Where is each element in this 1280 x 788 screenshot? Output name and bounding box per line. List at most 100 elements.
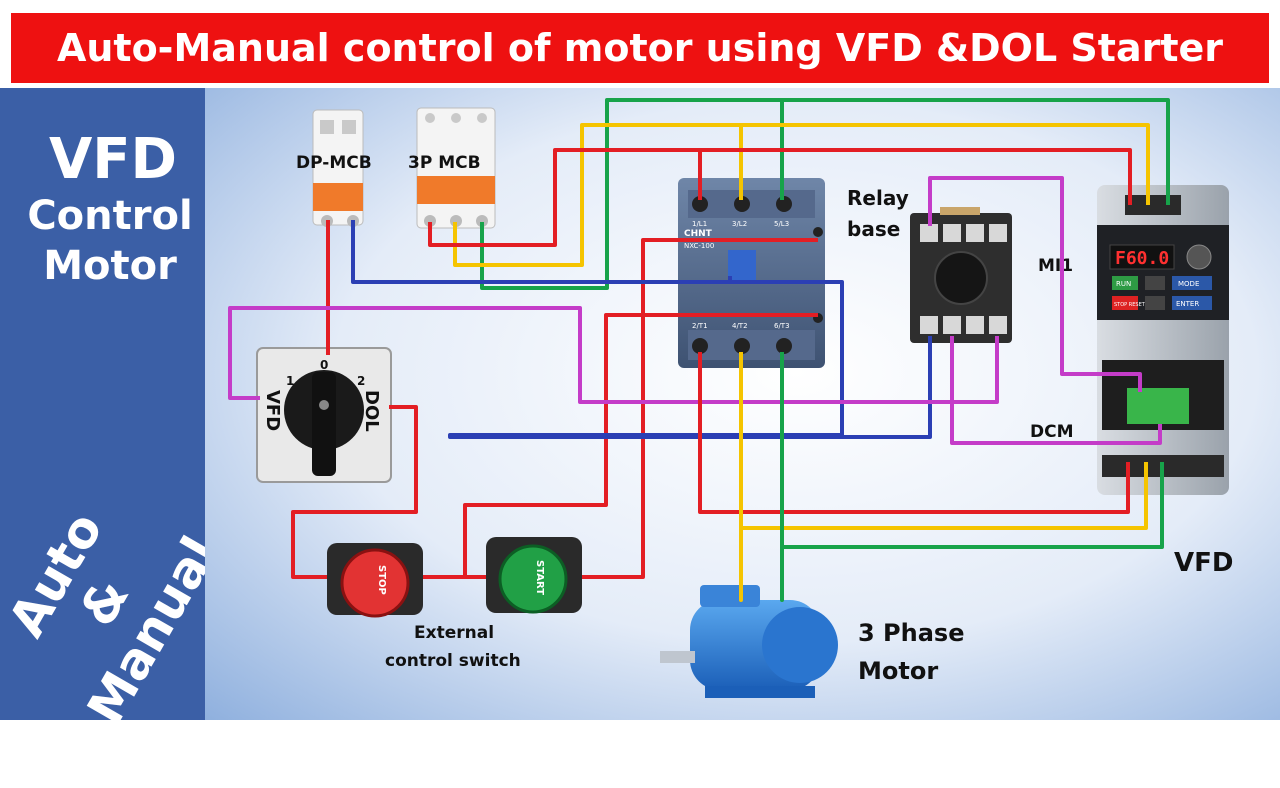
contactor-terminal <box>692 196 708 212</box>
contactor-terminal-l1: 1/L1 <box>692 220 707 228</box>
three-phase-motor <box>660 585 838 698</box>
vfd-up-key[interactable] <box>1145 276 1165 290</box>
three-pole-mcb-terminal <box>476 215 488 227</box>
wire-magenta-dcm <box>950 336 1162 445</box>
motor-feet <box>705 686 815 698</box>
contactor-terminal-t3: 6/T3 <box>774 322 790 330</box>
vfd-input-terminal-strip <box>1125 195 1181 215</box>
contactor-actuator <box>728 250 756 280</box>
relay-terminal <box>920 224 938 242</box>
relay-terminal <box>989 224 1007 242</box>
contactor-terminal-l2: 3/L2 <box>732 220 747 228</box>
three-pole-mcb-screw <box>477 113 487 123</box>
contactor-top-terminal-strip <box>688 190 815 218</box>
mi1-label: MI1 <box>1038 256 1073 276</box>
dp-mcb-label: DP-MCB <box>296 153 372 173</box>
contactor-terminal <box>734 196 750 212</box>
wire-magenta-vfd <box>228 306 999 404</box>
external-switch-label-line2: control switch <box>385 651 521 671</box>
side-line-motor: Motor <box>43 243 177 289</box>
external-switch-label-line1: External <box>414 623 494 643</box>
diagram-area: DP-MCB 3P MCB CHNT NXC-100 1/L1 3/L2 5/L… <box>205 88 1280 720</box>
dp-mcb-screw <box>342 120 356 134</box>
vfd-mode-key[interactable] <box>1172 276 1212 290</box>
start-pushbutton-cap[interactable] <box>498 544 568 614</box>
selector-left-label: VFD <box>262 390 283 431</box>
contactor-terminal-t1: 2/T1 <box>692 322 708 330</box>
side-panel: VFD Control Motor Auto & Manual <box>0 88 229 734</box>
three-pole-mcb-terminal <box>424 215 436 227</box>
wire-green-supply <box>480 98 1170 290</box>
contactor-aux-terminal <box>813 227 823 237</box>
contactor-terminal-l3: 5/L3 <box>774 220 789 228</box>
vfd-down-key[interactable] <box>1145 296 1165 310</box>
relay-terminal <box>943 224 961 242</box>
three-pole-mcb <box>416 107 496 229</box>
motor-shaft <box>660 651 695 663</box>
vfd-run-key[interactable] <box>1112 276 1138 290</box>
motor-label-line1: 3 Phase <box>858 619 965 647</box>
selector-switch-handle[interactable] <box>312 372 336 476</box>
motor-label-line2: Motor <box>858 657 938 685</box>
wire-red-dol-stop <box>291 405 418 579</box>
wire-red-holding <box>463 313 818 575</box>
relay-terminal <box>966 224 984 242</box>
wire-red-supply <box>428 148 1132 247</box>
relay-socket <box>934 251 988 305</box>
vfd-label: VFD <box>1174 548 1233 578</box>
selector-switch[interactable]: 0 1 2 VFD DOL <box>256 347 392 483</box>
vfd-display <box>1109 244 1175 270</box>
three-pole-mcb-handle-band <box>417 176 495 204</box>
relay-clip <box>940 207 980 215</box>
relay-base <box>910 207 1012 343</box>
contactor-terminal <box>734 338 750 354</box>
relay-label-line2: base <box>847 217 900 241</box>
wire-yellow-motor <box>739 352 1148 602</box>
contactor-model: NXC-100 <box>684 242 714 250</box>
stop-pushbutton-label: STOP <box>376 565 387 595</box>
contactor-terminal-t2: 4/T2 <box>732 322 748 330</box>
selector-right-label: DOL <box>361 390 382 432</box>
contactor-bottom-terminal-strip <box>688 330 815 360</box>
dp-mcb-handle-band <box>313 183 363 211</box>
title-banner: Auto-Manual control of motor using VFD &… <box>11 13 1269 83</box>
side-line-control: Control <box>27 193 193 239</box>
dp-mcb-screw <box>320 120 334 134</box>
start-pushbutton[interactable]: START <box>486 537 582 614</box>
side-heading: VFD <box>48 127 178 192</box>
vfd-potentiometer[interactable] <box>1186 244 1212 270</box>
wiring-diagram: DP-MCB 3P MCB CHNT NXC-100 1/L1 3/L2 5/L… <box>228 98 1233 698</box>
selector-pos-1: 1 <box>286 374 294 388</box>
wire-green-motor <box>780 352 1164 602</box>
contactor: CHNT NXC-100 1/L1 3/L2 5/L3 2/T1 4/T2 6/… <box>678 178 825 368</box>
relay-terminal <box>966 316 984 334</box>
vfd-readout: F60.0 <box>1115 248 1169 269</box>
stop-pushbutton-cap[interactable] <box>340 548 410 618</box>
motor-end-cap <box>762 607 838 683</box>
vfd-stop-key-label: STOP RESET <box>1114 302 1146 308</box>
dcm-label: DCM <box>1030 422 1074 442</box>
vfd-run-key-label: RUN <box>1116 280 1131 288</box>
wire-magenta-mi1 <box>928 176 1142 392</box>
motor-terminal-box <box>700 585 760 607</box>
wire-red-motor <box>698 352 1130 514</box>
vfd-mode-key-label: MODE <box>1178 280 1199 288</box>
vfd-enter-key[interactable] <box>1172 296 1212 310</box>
relay-terminal <box>943 316 961 334</box>
vfd-enter-key-label: ENTER <box>1176 300 1199 308</box>
relay-terminal <box>989 316 1007 334</box>
wire-red-start-contactor <box>582 238 818 579</box>
vfd-stop-key[interactable] <box>1112 296 1138 310</box>
three-pole-mcb-screw <box>451 113 461 123</box>
wire-yellow-supply <box>453 123 1150 267</box>
vfd-unit: F60.0 RUN STOP RESET MODE ENTER <box>1097 185 1229 495</box>
three-pole-mcb-screw <box>425 113 435 123</box>
relay-label-line1: Relay <box>847 186 909 210</box>
stop-pushbutton[interactable]: STOP <box>327 543 423 618</box>
wire-blue-neutral <box>351 220 932 439</box>
contactor-brand: CHNT <box>684 229 713 239</box>
vfd-control-terminal-block <box>1127 388 1189 424</box>
contactor-terminal <box>776 338 792 354</box>
three-pole-mcb-label: 3P MCB <box>408 153 481 173</box>
contactor-terminal <box>692 338 708 354</box>
